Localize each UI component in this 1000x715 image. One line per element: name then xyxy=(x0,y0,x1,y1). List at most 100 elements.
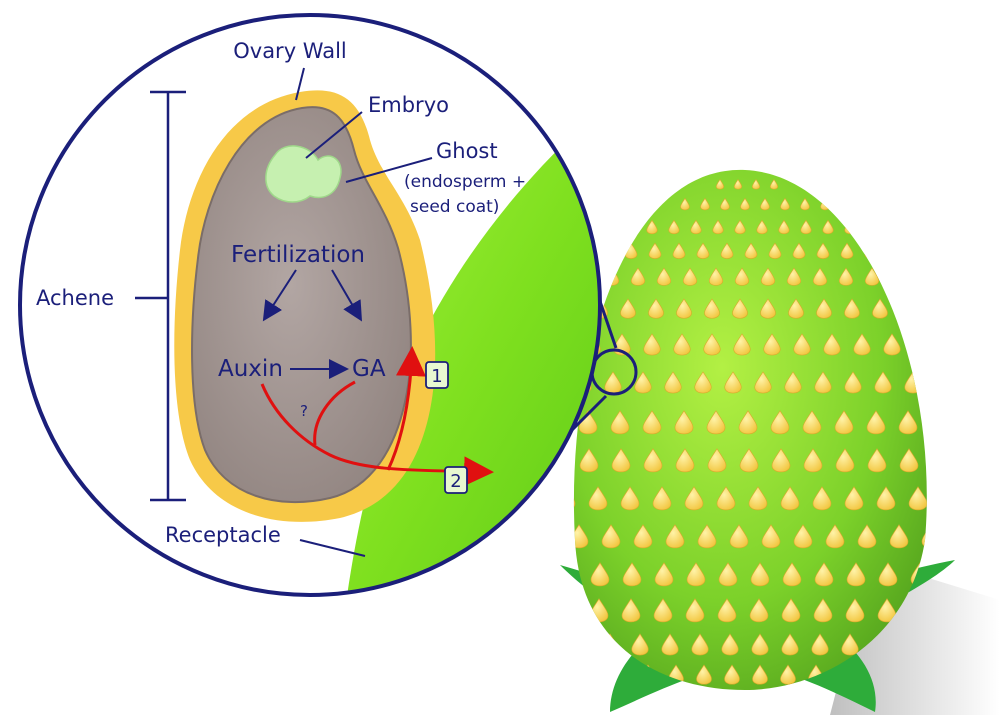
step-box-2: 2 xyxy=(444,466,468,494)
achene-dot xyxy=(957,299,972,318)
achene-dot xyxy=(621,598,641,623)
achene-dot xyxy=(661,633,679,656)
achene-dot xyxy=(697,524,717,549)
achene-dot xyxy=(835,448,855,473)
achene-dot xyxy=(732,298,748,319)
achene-dot xyxy=(771,448,791,473)
achene-dot xyxy=(733,333,751,356)
achene-dot xyxy=(668,219,680,235)
achene-dot xyxy=(781,633,799,656)
achene-dot xyxy=(652,486,672,511)
achene-dot xyxy=(844,371,862,394)
achene-dot xyxy=(717,598,737,623)
achene-dot xyxy=(853,333,871,356)
receptacle-leader xyxy=(299,539,366,557)
achene-dot xyxy=(653,598,673,623)
achene-dot xyxy=(611,448,631,473)
achene-dot xyxy=(682,267,698,286)
achene-dot xyxy=(944,334,961,355)
achene-dot xyxy=(665,524,685,549)
achene-dot xyxy=(899,448,919,473)
achene-dot xyxy=(700,197,710,211)
achene-dot xyxy=(788,298,804,319)
achene-dot xyxy=(734,219,746,235)
achene-dot xyxy=(750,562,770,587)
achene-dot xyxy=(579,448,599,473)
achene-dot xyxy=(769,178,779,190)
achene-dot xyxy=(844,219,856,235)
ovary-wall-leader xyxy=(295,67,305,101)
achene-dot xyxy=(889,524,909,549)
achene-dot xyxy=(538,525,556,548)
achene-dot xyxy=(778,219,790,235)
achene-dot xyxy=(622,562,642,587)
achene-dot xyxy=(588,486,608,511)
achene-dot xyxy=(780,664,796,685)
achene-dot xyxy=(866,410,886,435)
achene-dot xyxy=(724,371,742,394)
achene-dot xyxy=(954,525,972,548)
label-receptacle: Receptacle xyxy=(165,523,281,547)
achene-dot xyxy=(872,298,888,319)
achene-dot xyxy=(527,563,545,586)
achene-dot xyxy=(542,634,559,655)
signal-ga-branch xyxy=(313,380,356,446)
achene-dot xyxy=(876,486,896,511)
achene-dot xyxy=(888,242,902,259)
achene-dot xyxy=(986,525,1000,548)
achene-dot xyxy=(674,410,694,435)
achene-dot xyxy=(624,219,636,235)
achene-dot xyxy=(656,267,672,286)
achene-dot xyxy=(838,267,854,286)
achene-dot xyxy=(800,219,812,235)
step-label-1: 1 xyxy=(431,366,442,387)
achene-dot xyxy=(690,219,702,235)
achene-dot xyxy=(814,562,834,587)
achene-dot xyxy=(512,634,529,655)
achene-dot xyxy=(800,197,810,211)
achene-dot xyxy=(506,525,524,548)
achene-dot xyxy=(708,267,724,286)
achene-dot xyxy=(883,333,901,356)
achene-dot xyxy=(941,487,959,510)
achene-dot xyxy=(913,333,927,356)
arrow-fert-ga xyxy=(331,269,363,322)
achene-dot xyxy=(733,178,743,190)
achene-dot xyxy=(760,267,776,286)
label-fertilization: Fertilization xyxy=(231,242,365,268)
achene-dot xyxy=(620,298,636,319)
achene-dot xyxy=(462,599,480,622)
achene-dot xyxy=(878,562,898,587)
achene-dot xyxy=(857,524,877,549)
achene-dot xyxy=(642,410,662,435)
achene-dot xyxy=(724,664,740,685)
achene-dot xyxy=(898,410,918,435)
achene-dot xyxy=(756,219,768,235)
arrow-fert-auxin xyxy=(262,269,297,322)
achene-dot xyxy=(811,633,829,656)
achene-dot xyxy=(974,334,991,355)
achene-dot xyxy=(620,486,640,511)
achene-dot xyxy=(694,371,712,394)
achene-dot xyxy=(685,598,705,623)
achene-dot xyxy=(633,524,653,549)
label-achene: Achene xyxy=(36,286,114,310)
achene-dot xyxy=(867,448,887,473)
achene-dot xyxy=(963,411,981,434)
label-ga: GA xyxy=(352,356,386,382)
achene-dot xyxy=(654,562,674,587)
embryo-leader xyxy=(305,111,363,159)
zoom-circle-outline xyxy=(18,13,602,597)
achene-dot xyxy=(630,267,646,286)
zoom-view: 1 2 Ovary Wall Embryo Ghost (endosperm +… xyxy=(18,13,602,597)
achene-dot xyxy=(672,242,686,259)
achene-dot xyxy=(996,449,1000,472)
signal-arrow-1 xyxy=(386,346,426,471)
step-label-2: 2 xyxy=(450,471,461,492)
achene-dot xyxy=(691,633,709,656)
achene-dot xyxy=(792,242,806,259)
achene-dot xyxy=(716,486,736,511)
achene-dot xyxy=(573,598,577,623)
label-question: ? xyxy=(300,402,308,420)
